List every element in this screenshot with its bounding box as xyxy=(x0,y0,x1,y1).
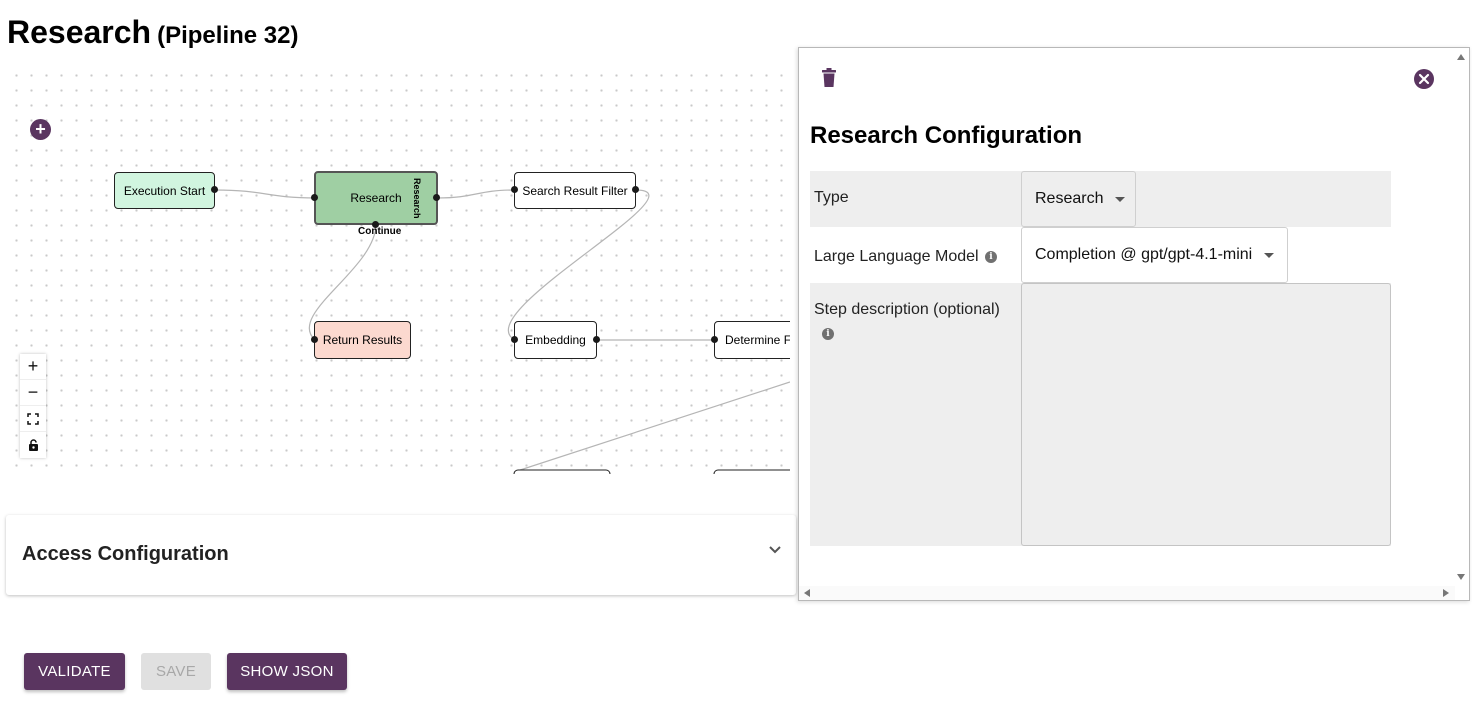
scroll-left-arrow[interactable] xyxy=(804,589,810,597)
description-label: Step description (optional) xyxy=(814,301,1000,318)
type-label: Type xyxy=(814,189,849,206)
research-configuration-panel: Research Configuration Type Research Lar… xyxy=(798,47,1470,601)
node-label: Embedding xyxy=(525,333,586,347)
handle[interactable] xyxy=(511,336,518,343)
lock-icon xyxy=(28,439,38,451)
edge-filter-embedding xyxy=(507,189,650,341)
node-return-results[interactable]: Return Results xyxy=(314,321,411,359)
scroll-down-arrow[interactable] xyxy=(1457,574,1465,580)
research-output-label: Research xyxy=(412,178,422,219)
zoom-out-button[interactable]: − xyxy=(20,380,46,406)
node-determine[interactable]: Determine F xyxy=(714,321,790,359)
show-json-button[interactable]: SHOW JSON xyxy=(227,653,347,690)
node-label: Return Results xyxy=(322,333,403,347)
trash-icon[interactable] xyxy=(821,68,837,88)
description-textarea[interactable] xyxy=(1021,283,1391,546)
node-label: Research xyxy=(350,191,402,205)
continue-label: Continue xyxy=(358,226,402,237)
handle[interactable] xyxy=(711,336,718,343)
pipeline-id: (Pipeline 32) xyxy=(157,22,299,49)
handle[interactable] xyxy=(632,186,639,193)
validate-button[interactable]: VALIDATE xyxy=(24,653,125,690)
configuration-title: Research Configuration xyxy=(810,122,1083,149)
node-search-result-filter[interactable]: Search Result Filter xyxy=(514,172,636,209)
edge-start-research xyxy=(214,189,317,199)
node-partial-lower-2 xyxy=(713,469,790,474)
scroll-up-arrow[interactable] xyxy=(1457,54,1465,60)
edge-research-filter xyxy=(436,189,516,199)
fit-view-button[interactable] xyxy=(20,406,46,432)
handle[interactable] xyxy=(211,186,218,193)
edge-lower xyxy=(513,381,790,473)
node-label: Execution Start xyxy=(123,183,206,198)
node-label: Search Result Filter xyxy=(522,183,628,198)
page-title-text: Research xyxy=(7,14,152,50)
save-button[interactable]: SAVE xyxy=(141,653,211,690)
node-execution-start[interactable]: Execution Start xyxy=(114,172,215,209)
pipeline-canvas[interactable]: + Execution Start Research Research Cont… xyxy=(6,64,790,474)
node-embedding[interactable]: Embedding xyxy=(514,321,597,359)
edge-continue-return xyxy=(308,223,377,341)
dropdown-caret-icon xyxy=(1264,252,1275,258)
zoom-controls: + − xyxy=(20,354,46,458)
llm-value: Completion @ gpt/gpt-4.1-mini xyxy=(1035,246,1253,263)
node-label: Determine F xyxy=(725,333,790,347)
lock-button[interactable] xyxy=(20,432,46,458)
llm-label: Large Language Model xyxy=(814,248,979,265)
chevron-down-icon[interactable] xyxy=(768,545,782,555)
scroll-right-arrow[interactable] xyxy=(1443,589,1449,597)
zoom-out-icon: − xyxy=(27,382,39,402)
handle[interactable] xyxy=(593,336,600,343)
horizontal-scrollbar[interactable] xyxy=(799,586,1455,600)
llm-select[interactable]: Completion @ gpt/gpt-4.1-mini xyxy=(1021,227,1288,283)
zoom-in-button[interactable]: + xyxy=(20,354,46,380)
page-title: Research(Pipeline 32) xyxy=(7,14,298,51)
access-configuration-panel[interactable]: Access Configuration xyxy=(6,515,796,595)
info-icon[interactable]: i xyxy=(822,328,834,340)
add-node-button[interactable]: + xyxy=(30,119,51,140)
type-select[interactable]: Research xyxy=(1021,171,1136,227)
dropdown-caret-icon xyxy=(1115,196,1126,202)
close-circle-icon[interactable] xyxy=(1413,68,1435,90)
access-configuration-title: Access Configuration xyxy=(22,543,229,565)
edges-layer xyxy=(214,189,790,474)
handle[interactable] xyxy=(372,221,379,228)
plus-circle-icon: + xyxy=(35,119,46,139)
type-value: Research xyxy=(1035,190,1104,207)
fit-view-icon xyxy=(27,412,39,425)
handle[interactable] xyxy=(433,194,440,201)
info-icon[interactable]: i xyxy=(985,251,997,263)
handle[interactable] xyxy=(511,186,518,193)
handle[interactable] xyxy=(311,194,318,201)
node-partial-lower-1 xyxy=(513,469,611,474)
zoom-in-icon: + xyxy=(27,356,39,376)
handle[interactable] xyxy=(311,336,318,343)
